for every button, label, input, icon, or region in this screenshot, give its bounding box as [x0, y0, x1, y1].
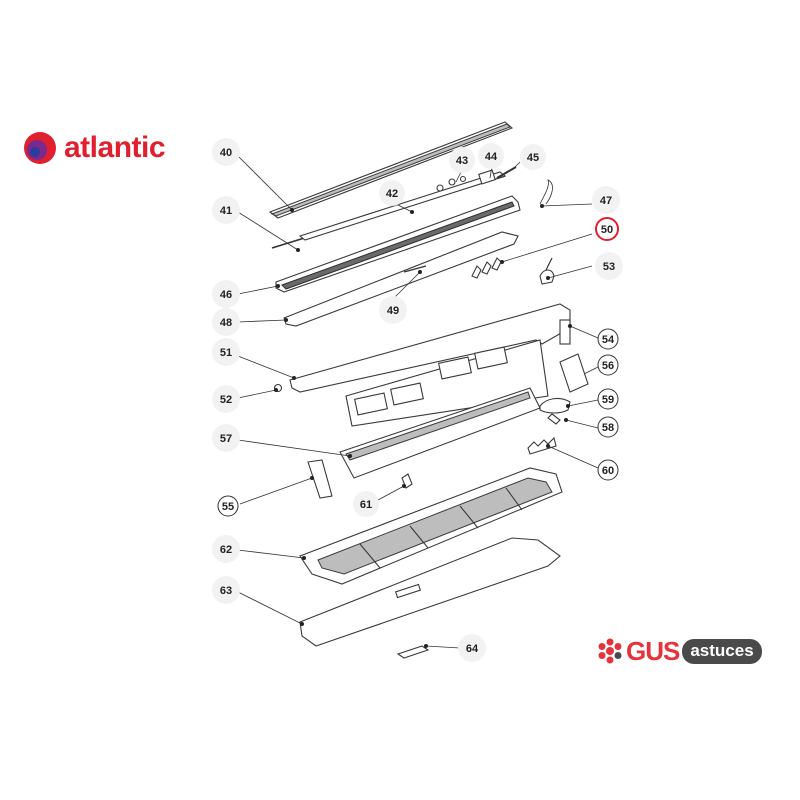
callout-57-text: 57	[220, 433, 232, 445]
atlantic-logo: atlantic	[22, 126, 166, 170]
callout-47-text: 47	[600, 195, 612, 207]
callout-44-text: 44	[485, 151, 498, 163]
callout-54-text: 54	[602, 334, 615, 346]
part-54-side-panel	[559, 319, 571, 345]
callout-41-text: 41	[220, 205, 232, 217]
callout-54: 54	[597, 328, 619, 350]
part-46-louver-motor-frame	[275, 195, 521, 293]
part-55-side-cap	[307, 459, 333, 499]
callout-48: 48	[212, 308, 240, 336]
callout-61: 61	[353, 491, 379, 517]
callout-57: 57	[212, 424, 240, 452]
part-43-clips	[436, 175, 467, 192]
part-evaporator-body	[345, 339, 549, 427]
atlantic-logo-text: atlantic	[64, 131, 166, 164]
part-42-shaft	[298, 171, 507, 241]
callout-46-text: 46	[220, 289, 232, 301]
callout-40-text: 40	[220, 147, 232, 159]
part-40-top-rail	[268, 121, 514, 219]
gus-logo-word: GUS	[626, 635, 680, 666]
callout-49-text: 49	[387, 305, 399, 317]
callout-46: 46	[212, 280, 240, 308]
callout-59-text: 59	[602, 394, 614, 406]
part-53-step-motor	[539, 257, 555, 285]
callout-50-text: 50	[601, 224, 613, 236]
callout-labels: 40 41 42 43 44 45 46 47 48 49 50 51 52 5…	[212, 138, 623, 662]
callout-53-text: 53	[603, 261, 615, 273]
callout-44: 44	[478, 143, 504, 169]
callout-45-text: 45	[527, 152, 539, 164]
gus-astuces-logo: GUS astuces	[596, 636, 762, 666]
leader-lines	[237, 155, 601, 649]
callout-55: 55	[217, 495, 239, 517]
callout-47: 47	[592, 186, 620, 214]
callout-60: 60	[597, 459, 619, 481]
callout-42-text: 42	[386, 188, 398, 200]
part-44-bracket	[478, 169, 496, 185]
atlantic-swirl-icon	[24, 132, 56, 164]
part-51-front-frame	[289, 303, 571, 393]
part-56-cover-plate	[559, 353, 589, 393]
callout-51: 51	[212, 338, 240, 366]
callout-56: 56	[597, 354, 619, 376]
part-63-front-panel	[299, 537, 561, 647]
callout-56-text: 56	[602, 360, 614, 372]
callout-64: 64	[458, 634, 486, 662]
callout-60-text: 60	[602, 465, 614, 477]
callout-62: 62	[212, 535, 240, 563]
callout-40: 40	[212, 138, 240, 166]
callout-49: 49	[379, 296, 407, 324]
callout-50-highlighted: 50	[595, 217, 619, 241]
part-50-hooks	[471, 257, 502, 279]
part-49-link-bar	[403, 265, 427, 273]
callout-45: 45	[520, 144, 546, 170]
callout-43: 43	[449, 147, 475, 173]
callout-64-text: 64	[466, 643, 479, 655]
astuces-badge: astuces	[682, 638, 762, 664]
gus-asterisk-icon	[598, 638, 622, 664]
part-57-heat-exchanger	[339, 387, 541, 479]
callout-48-text: 48	[220, 317, 232, 329]
callout-55-text: 55	[222, 501, 234, 513]
part-64-handle	[396, 645, 430, 659]
callout-52-text: 52	[220, 394, 232, 406]
callout-63: 63	[212, 576, 240, 604]
part-48-deflector	[283, 231, 519, 327]
callout-62-text: 62	[220, 544, 232, 556]
callout-51-text: 51	[220, 347, 232, 359]
callout-53: 53	[595, 252, 623, 280]
callout-42: 42	[379, 180, 405, 206]
callout-41: 41	[212, 196, 240, 224]
part-58-drain-elbow	[547, 413, 561, 425]
callout-52: 52	[212, 385, 240, 413]
part-60-bracket	[527, 436, 557, 455]
part-47-sensor-cable	[539, 179, 553, 205]
callout-43-text: 43	[456, 155, 468, 167]
part-59-pipe-holder	[539, 397, 571, 414]
callout-61-text: 61	[360, 499, 372, 511]
callout-59: 59	[597, 388, 619, 410]
part-62-drain-pan	[299, 467, 563, 585]
callout-63-text: 63	[220, 585, 232, 597]
callout-58-text: 58	[602, 422, 614, 434]
callout-58: 58	[597, 416, 619, 438]
